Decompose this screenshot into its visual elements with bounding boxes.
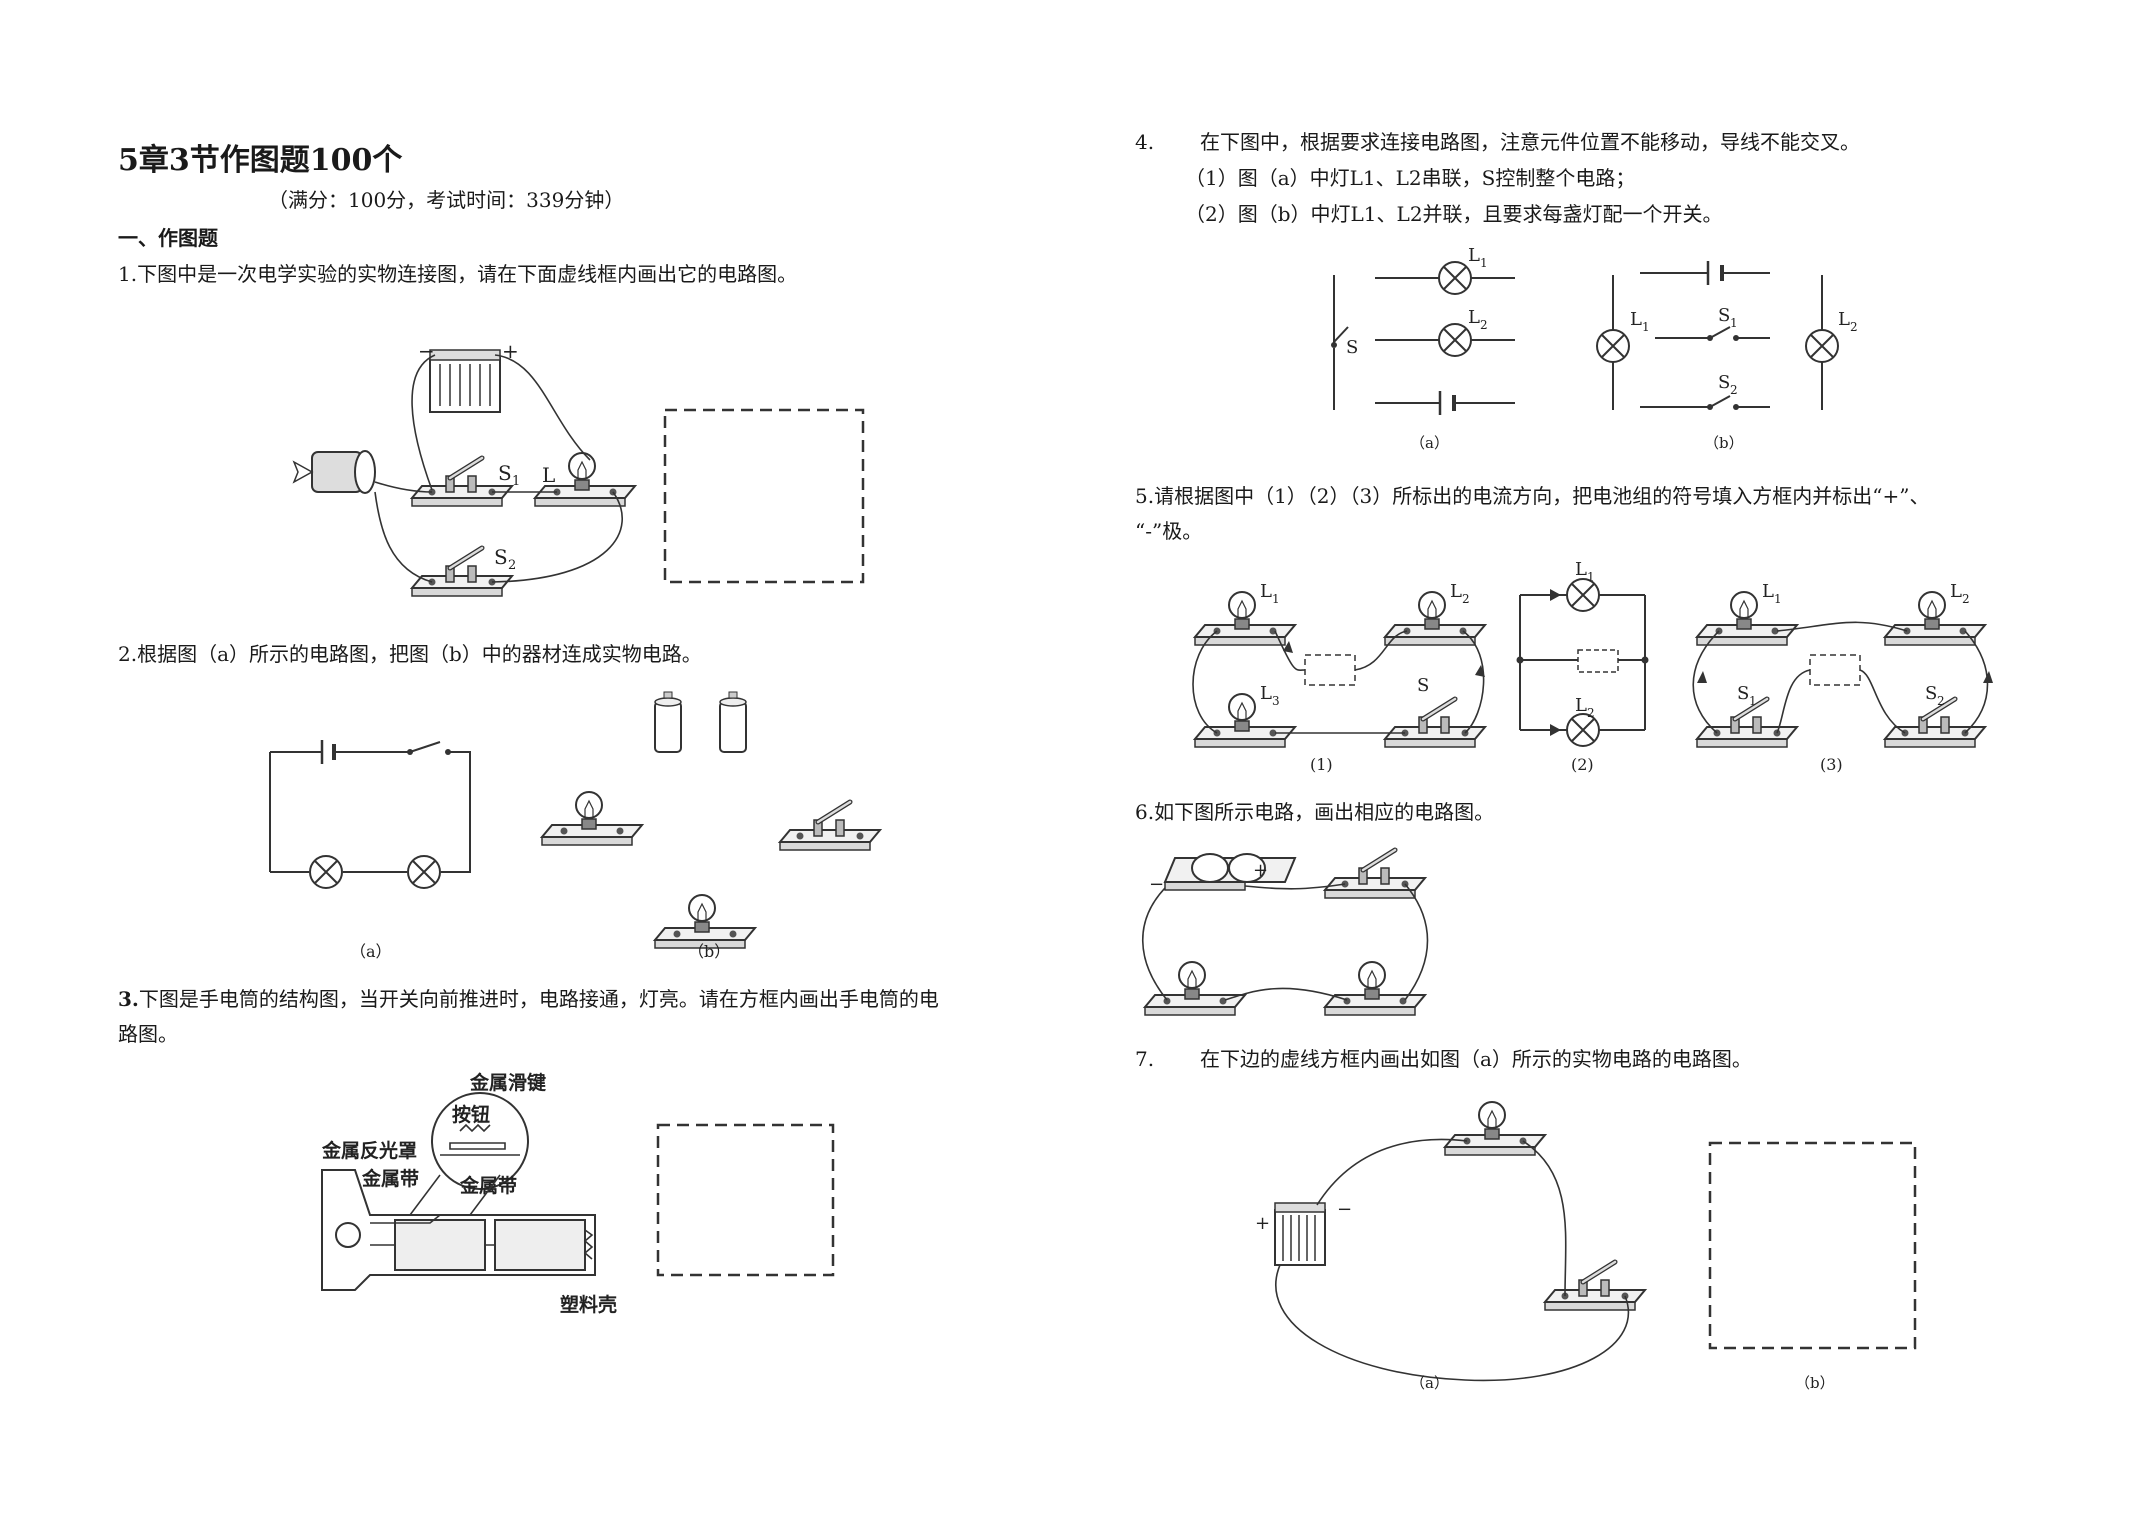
question-7-number: 7. xyxy=(1135,1047,1155,1071)
question-4-text: 在下图中，根据要求连接电路图，注意元件位置不能移动，导线不能交叉。 xyxy=(1200,130,1860,154)
q5-3-l2-label: L xyxy=(1950,581,1962,602)
question-3-answer-box xyxy=(656,1123,835,1277)
q5-caption-3: (3) xyxy=(1820,755,1843,774)
page-subtitle: （满分：100分，考试时间：339分钟） xyxy=(268,188,625,212)
switch-s1-label: S xyxy=(498,461,512,485)
q7-caption-a: （a） xyxy=(1410,1374,1449,1392)
question-5-line2: “-”极。 xyxy=(1135,519,1203,543)
question-5-line1: 5.请根据图中（1）（2）（3）所标出的电流方向，把电池组的符号填入方框内并标出… xyxy=(1135,484,1930,508)
question-4-figure: S L 1 L 2 （a） L 1 S 1 S 2 L 2 （b） xyxy=(1331,245,1858,452)
q5-2-l1-label: L xyxy=(1575,559,1587,580)
battery-cell-icon xyxy=(654,691,682,753)
question-4-req1: （1）图（a）中灯L1、L2串联，S控制整个电路； xyxy=(1185,166,1636,190)
question-3-line1: 下图是手电筒的结构图，当开关向前推进时，电路接通，灯亮。请在方框内画出手电筒的电 xyxy=(138,987,939,1011)
q4b-l2-label: L xyxy=(1838,309,1850,330)
q4a-l2-sub: 2 xyxy=(1480,318,1488,332)
q4-caption-b: （b） xyxy=(1704,434,1744,452)
q4a-l1-sub: 1 xyxy=(1480,256,1488,270)
q5-3-s1-label: S xyxy=(1737,683,1749,704)
question-6-text: 6.如下图所示电路，画出相应的电路图。 xyxy=(1135,800,1495,824)
question-7-figure: + − （a） （b） xyxy=(1255,1101,1917,1392)
label-slide-key: 金属滑键 xyxy=(469,1071,546,1094)
q2-caption-a: （a） xyxy=(350,942,392,961)
q4a-l1-label: L xyxy=(1468,245,1480,266)
q4b-s1-sub: 1 xyxy=(1730,316,1738,330)
q4a-switch-label: S xyxy=(1346,337,1358,358)
q5-3-l1-sub: 1 xyxy=(1774,592,1782,606)
q5-2-l2-sub: 2 xyxy=(1587,706,1595,720)
q5-caption-2: (2) xyxy=(1571,755,1594,774)
q4b-s1-label: S xyxy=(1718,305,1730,326)
switch-s2-label: S xyxy=(494,545,508,569)
q5-1-l1-sub: 1 xyxy=(1272,592,1280,606)
q5-1-l3-label: L xyxy=(1260,683,1272,704)
q4b-s2-sub: 2 xyxy=(1730,383,1738,397)
q7-plus-label: + xyxy=(1255,1213,1270,1234)
question-7-text: 在下边的虚线方框内画出如图（a）所示的实物电路的电路图。 xyxy=(1200,1047,1752,1071)
q2-caption-b: （b） xyxy=(688,942,730,961)
q5-3-s2-label: S xyxy=(1925,683,1937,704)
q5-1-l3-sub: 3 xyxy=(1272,694,1280,708)
battery-icon xyxy=(429,349,501,413)
battery-holder-icon xyxy=(1163,853,1297,891)
q7-minus-label: − xyxy=(1337,1199,1352,1220)
flashlight-icon xyxy=(321,1169,596,1291)
question-1-answer-box xyxy=(663,408,865,584)
q4a-l2-label: L xyxy=(1468,307,1480,328)
q5-3-s1-sub: 1 xyxy=(1749,694,1757,708)
q5-1-s-label: S xyxy=(1417,675,1429,696)
q5-1-l2-label: L xyxy=(1450,581,1462,602)
question-7-answer-box xyxy=(1708,1141,1917,1350)
question-2-figure: （a） （b） xyxy=(269,691,920,961)
question-6-figure: − + xyxy=(1141,840,1429,1016)
q5-3-l1-label: L xyxy=(1762,581,1774,602)
question-3-figure: 金属滑键 按钮 金属反光罩 金属带 金属带 塑料壳 xyxy=(321,1071,835,1316)
question-1-figure: − + S 1 L S 2 xyxy=(292,339,865,610)
q4b-l1-label: L xyxy=(1630,309,1642,330)
q6-plus-label: + xyxy=(1253,860,1268,881)
q5-1-l2-sub: 2 xyxy=(1462,592,1470,606)
q7-caption-b: （b） xyxy=(1795,1374,1835,1392)
q5-1-l1-label: L xyxy=(1260,581,1272,602)
battery-cell-icon xyxy=(719,691,747,753)
label-shell: 塑料壳 xyxy=(560,1293,617,1316)
battery-icon xyxy=(1274,1202,1326,1266)
q5-3-s2-sub: 2 xyxy=(1937,694,1945,708)
q5-caption-1: (1) xyxy=(1310,755,1333,774)
question-3-number: 3. xyxy=(118,987,139,1011)
label-reflector: 金属反光罩 xyxy=(321,1139,417,1162)
switch-s1-sub: 1 xyxy=(512,474,520,489)
q4b-s2-label: S xyxy=(1718,372,1730,393)
question-3-line2: 路图。 xyxy=(118,1022,178,1046)
motor-icon xyxy=(292,450,376,494)
question-5-figure: L 1 L 2 L 3 S (1) L 1 L 2 (2) L 1 L 2 S … xyxy=(1192,559,1993,774)
section-heading: 一、作图题 xyxy=(118,226,218,250)
q4b-l1-sub: 1 xyxy=(1642,320,1650,334)
lamp-l-label: L xyxy=(542,463,555,487)
question-2-text: 2.根据图（a）所示的电路图，把图（b）中的器材连成实物电路。 xyxy=(118,642,702,666)
q6-minus-label: − xyxy=(1149,874,1164,895)
label-strip-1: 金属带 xyxy=(361,1167,419,1190)
q5-3-l2-sub: 2 xyxy=(1962,592,1970,606)
question-1-text: 1.下图中是一次电学实验的实物连接图，请在下面虚线框内画出它的电路图。 xyxy=(118,262,798,286)
q5-2-l1-sub: 1 xyxy=(1587,570,1595,584)
label-strip-2: 金属带 xyxy=(459,1174,517,1197)
switch-s2-sub: 2 xyxy=(508,558,516,573)
page-title: 5章3节作图题100个 xyxy=(118,143,403,178)
q5-2-l2-label: L xyxy=(1575,695,1587,716)
question-3-text: 3.下图是手电筒的结构图，当开关向前推进时，电路接通，灯亮。请在方框内画出手电筒… xyxy=(118,985,939,1013)
label-button: 按钮 xyxy=(452,1103,490,1126)
question-4-req2: （2）图（b）中灯L1、L2并联，且要求每盏灯配一个开关。 xyxy=(1185,202,1723,226)
q4-caption-a: （a） xyxy=(1410,434,1449,452)
question-4-number: 4. xyxy=(1135,130,1155,154)
q4b-l2-sub: 2 xyxy=(1850,320,1858,334)
